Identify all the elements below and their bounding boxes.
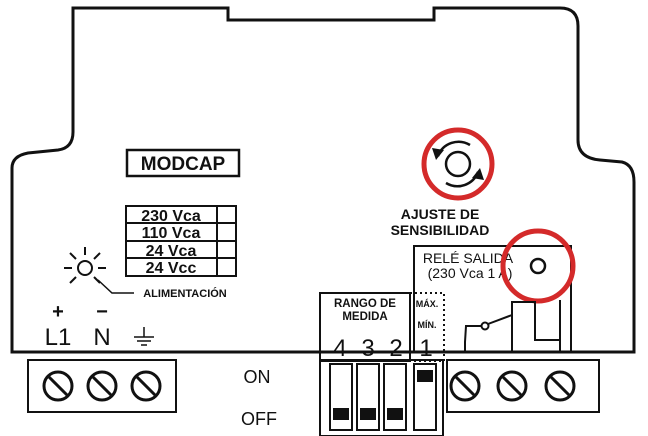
voltage-option-24vca: 24 Vca	[146, 243, 197, 260]
dip-switch-1[interactable]	[413, 363, 437, 431]
terminal-screw-relay-1[interactable]	[449, 370, 481, 402]
terminal-screw-l1[interactable]	[42, 370, 74, 402]
voltage-option-24vcc: 24 Vcc	[146, 260, 197, 277]
housing-outline	[10, 6, 636, 354]
relay-box	[413, 245, 572, 352]
dip-switch-3[interactable]	[356, 363, 380, 431]
sensitivity-knob-icon[interactable]	[432, 140, 484, 188]
relay-label-line2: (230 Vca 1 A)	[428, 265, 513, 281]
terminal-screw-relay-3[interactable]	[544, 370, 576, 402]
terminal-screw-relay-2[interactable]	[496, 370, 528, 402]
power-led-icon	[64, 247, 106, 284]
ground-icon	[134, 327, 154, 346]
range-title-line2: MEDIDA	[342, 311, 387, 323]
dip-switch-4[interactable]	[329, 363, 353, 431]
dip-off-label: OFF	[241, 409, 277, 429]
terminal-block-left	[27, 359, 177, 413]
terminal-block-right	[446, 359, 600, 413]
voltage-option-110vca: 110 Vca	[142, 225, 201, 242]
relay-led-highlight-ring	[500, 228, 576, 304]
dip-on-label: ON	[244, 367, 271, 387]
terminal-minus-sign: −	[96, 301, 108, 323]
relay-label-line1: RELÉ SALIDA	[423, 250, 514, 266]
model-label: MODCAP	[141, 154, 226, 175]
range-min-label: MÍN.	[418, 320, 437, 330]
dip-switch-2[interactable]	[383, 363, 407, 431]
sensitivity-highlight-ring	[421, 127, 495, 201]
terminal-plus-sign: +	[52, 301, 64, 323]
terminal-n-label: N	[93, 324, 110, 351]
terminal-screw-ground[interactable]	[130, 370, 162, 402]
relay-led-icon	[529, 257, 547, 275]
terminal-l1-label: L1	[45, 324, 72, 351]
power-leader-line	[97, 279, 134, 294]
range-digit-3: 3	[361, 335, 374, 362]
range-digit-1: 1	[419, 335, 432, 362]
sensitivity-label-line1: AJUSTE DE	[401, 206, 480, 222]
range-max-label: MÁX.	[416, 299, 439, 309]
sensitivity-label-line2: SENSIBILIDAD	[391, 222, 490, 238]
range-digit-4: 4	[333, 335, 346, 362]
terminal-screw-n[interactable]	[86, 370, 118, 402]
range-title-line1: RANGO DE	[334, 298, 396, 310]
relay-contact-symbol	[464, 300, 561, 352]
range-digit-2: 2	[389, 335, 402, 362]
dip-switch-block	[319, 359, 444, 436]
model-label-box	[125, 148, 241, 178]
voltage-table: 230 Vca 110 Vca 24 Vca 24 Vcc	[125, 205, 237, 277]
voltage-option-230vca: 230 Vca	[141, 208, 201, 225]
power-label: ALIMENTACIÓN	[143, 287, 227, 300]
